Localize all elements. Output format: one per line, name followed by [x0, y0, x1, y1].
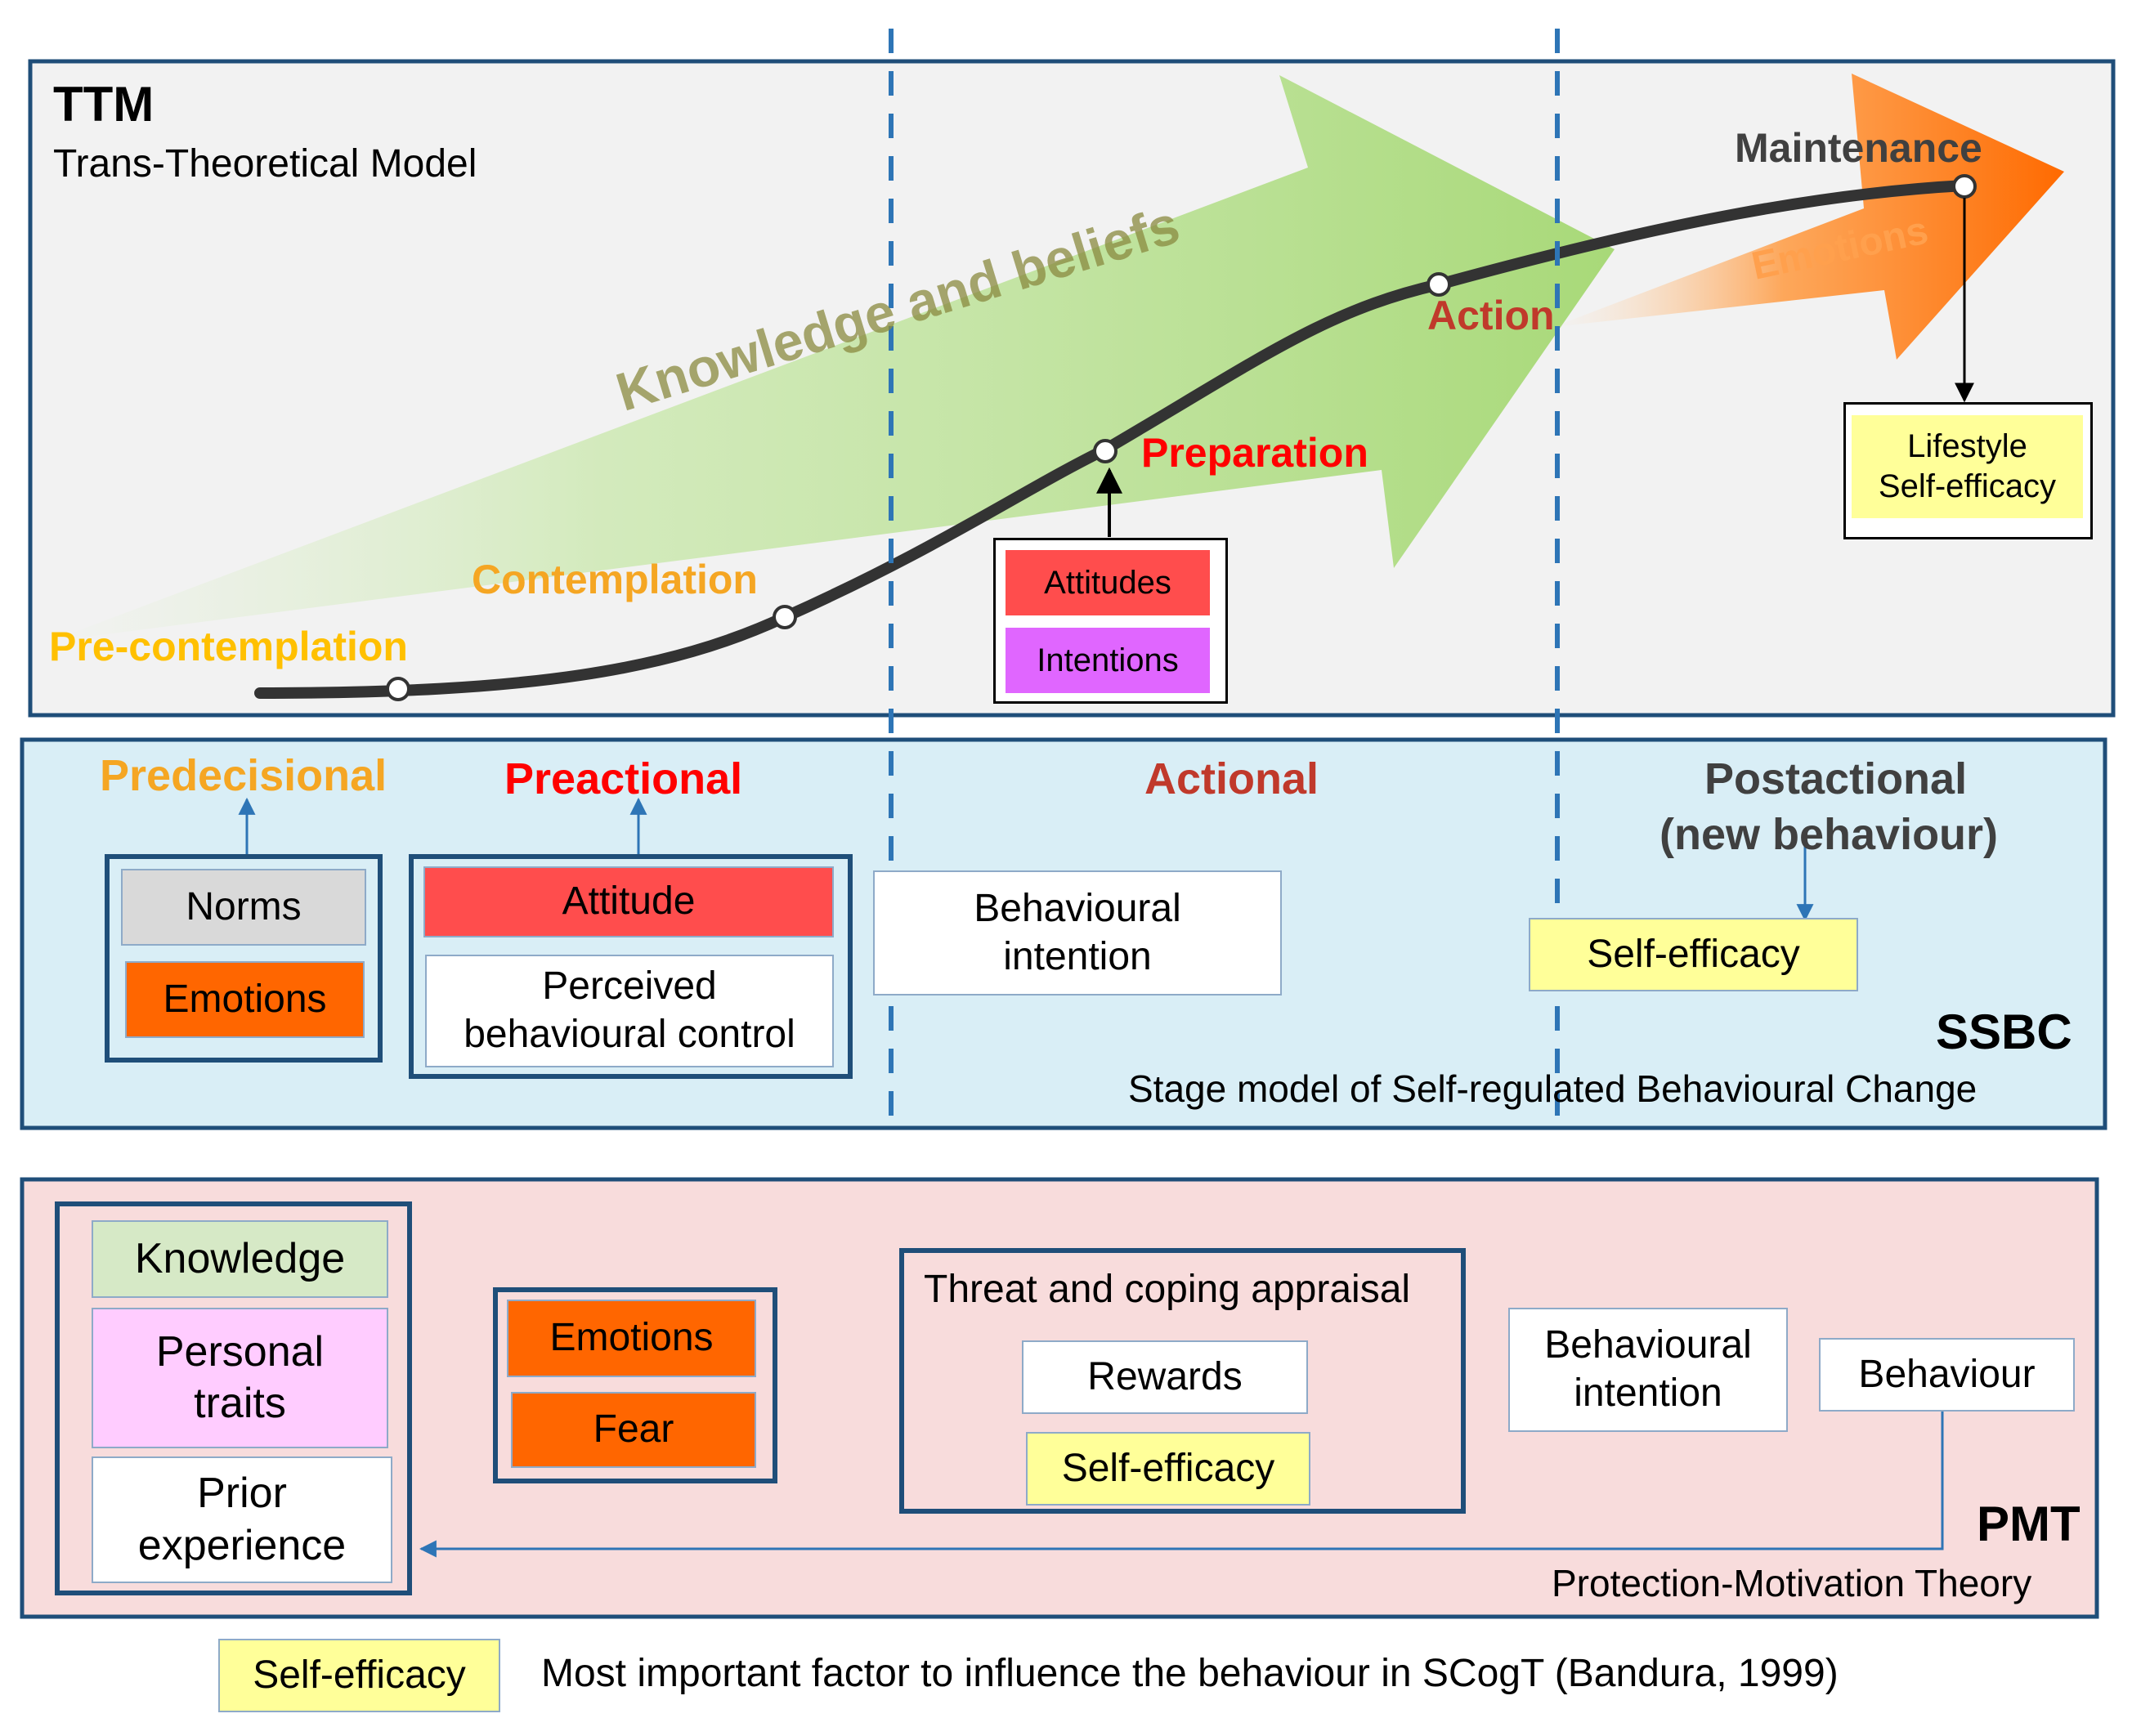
lifestyle-text: Lifestyle — [1907, 428, 2027, 465]
intention-text-pmt: intention — [1574, 1371, 1722, 1415]
behavioural-text: Behavioural — [974, 886, 1181, 930]
self-efficacy-box-ssbc: Self-efficacy — [1529, 918, 1858, 991]
legend-swatch: Self-efficacy — [218, 1639, 500, 1712]
perceived-text: Perceived — [542, 964, 717, 1009]
norms-box: Norms — [121, 869, 366, 946]
phase-postactional: Postactional — [1704, 754, 1968, 803]
prior-text: Prior — [197, 1470, 287, 1518]
phase-postactional-sub: (new behaviour) — [1659, 810, 1999, 859]
traits-text: traits — [194, 1380, 286, 1427]
lifestyle-self-efficacy-box: Lifestyle Self-efficacy — [1852, 415, 2083, 518]
emotions-box-ssbc: Emotions — [125, 961, 365, 1038]
appraisal-frame — [899, 1248, 1466, 1514]
phase-actional: Actional — [1144, 754, 1319, 803]
appraisal-title: Threat and coping appraisal — [924, 1268, 1411, 1311]
experience-text: experience — [137, 1521, 347, 1569]
preactional-frame — [409, 854, 853, 1079]
behavioural-text-pmt: Behavioural — [1544, 1323, 1752, 1367]
intention-text: intention — [1003, 934, 1152, 978]
intentions-box: Intentions — [1006, 628, 1210, 693]
behavioural-intention-box-pmt: Behavioural intention — [1508, 1308, 1788, 1432]
emotions-arrow — [1553, 74, 2064, 360]
rewards-box: Rewards — [1022, 1340, 1308, 1414]
stage-maintenance: Maintenance — [1735, 125, 1982, 171]
personal-text: Personal — [155, 1327, 325, 1376]
fear-box: Fear — [511, 1392, 756, 1468]
phase-preactional: Preactional — [504, 754, 743, 803]
stage-pre-contemplation: Pre-contemplation — [49, 624, 408, 669]
predecisional-frame — [105, 854, 383, 1063]
pmt-abbr: PMT — [1977, 1497, 2081, 1551]
node-pre-contemplation — [386, 677, 410, 701]
ttm-abbr: TTM — [53, 77, 155, 132]
attitudes-box: Attitudes — [1006, 550, 1210, 615]
node-maintenance — [1952, 174, 1977, 199]
self-efficacy-box-pmt: Self-efficacy — [1026, 1432, 1310, 1506]
knowledge-box: Knowledge — [92, 1220, 388, 1298]
attitude-box: Attitude — [423, 866, 834, 937]
stage-preparation: Preparation — [1141, 430, 1368, 476]
legend-text: Most important factor to influence the b… — [541, 1652, 1839, 1695]
phase-predecisional: Predecisional — [100, 751, 387, 800]
prior-experience-box: Prior experience — [92, 1456, 392, 1583]
behavioural-control-text: behavioural control — [464, 1013, 795, 1056]
node-action — [1427, 272, 1451, 297]
behaviour-box: Behaviour — [1819, 1338, 2075, 1412]
affect-frame — [493, 1287, 777, 1483]
perceived-control-box: Perceived behavioural control — [425, 955, 834, 1067]
ssbc-abbr: SSBC — [1936, 1004, 2072, 1059]
personal-traits-box: Personal traits — [92, 1308, 388, 1448]
emotions-box-pmt: Emotions — [507, 1300, 756, 1377]
pmt-name: Protection-Motivation Theory — [1552, 1562, 2032, 1604]
ttm-name: Trans-Theoretical Model — [53, 142, 477, 186]
behavioural-intention-box-ssbc: Behavioural intention — [873, 870, 1282, 996]
personal-factors-frame — [55, 1201, 412, 1595]
stage-action: Action — [1427, 293, 1555, 338]
knowledge-arrow — [49, 75, 1615, 642]
self-efficacy-text: Self-efficacy — [1878, 468, 2057, 504]
node-preparation — [1093, 439, 1118, 463]
node-contemplation — [773, 605, 797, 629]
behaviour-feedback-arrow — [419, 1412, 1944, 1558]
ssbc-name: Stage model of Self-regulated Behavioura… — [1128, 1067, 1978, 1110]
stage-contemplation: Contemplation — [472, 557, 758, 602]
